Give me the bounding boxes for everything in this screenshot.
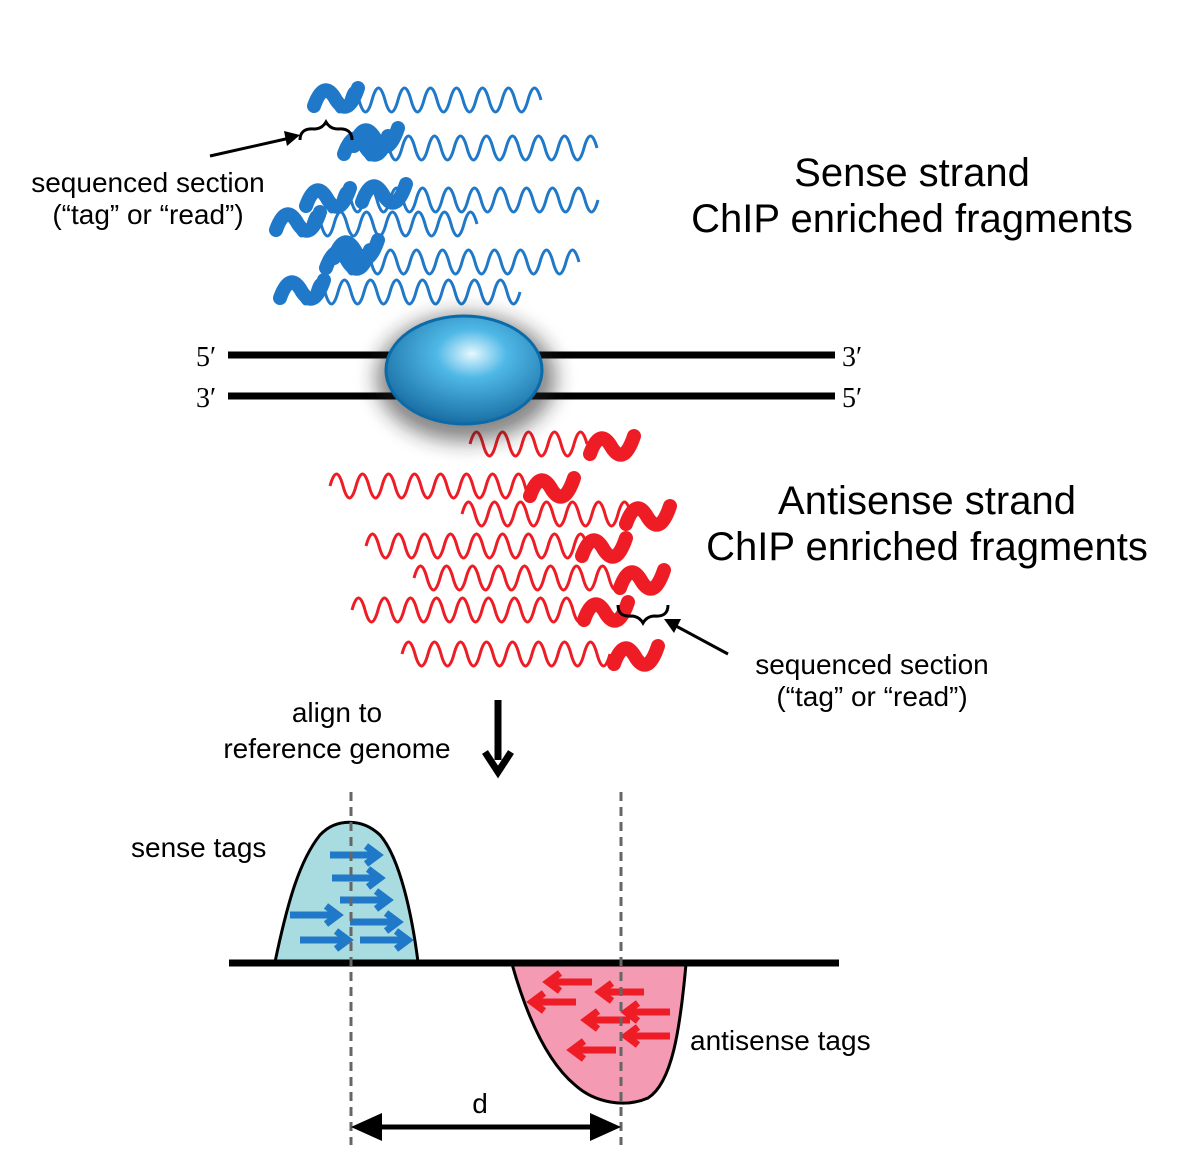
antisense-fragment xyxy=(460,500,633,528)
sense-tag-arrows xyxy=(290,843,414,952)
sense-tag-arrowhead xyxy=(393,928,414,952)
align-arrow-head xyxy=(482,750,514,779)
distance-label: d xyxy=(472,1088,488,1119)
antisense-annotation-line2: (“tag” or “read”) xyxy=(776,681,967,712)
antisense-fragments xyxy=(328,429,677,672)
antisense-annotation-line1: sequenced section xyxy=(755,649,989,680)
antisense-tag-arrowhead xyxy=(620,1000,641,1024)
sense-annotation-arrow xyxy=(209,136,291,158)
sense-read-tag xyxy=(273,273,331,306)
antisense-tag-arrowhead xyxy=(526,990,547,1014)
sense-tag-arrowhead xyxy=(323,903,344,927)
antisense-read-tag xyxy=(577,595,635,628)
distance-arrow: d xyxy=(351,1088,621,1141)
antisense-tag-arrowhead xyxy=(620,1024,641,1048)
antisense-read-tag xyxy=(619,499,677,532)
antisense-read-tag xyxy=(575,531,633,564)
antisense-read-tag xyxy=(523,471,581,504)
sense-read-tag xyxy=(307,81,365,114)
antisense-fragment xyxy=(350,596,588,624)
antisense-annotation-arrow xyxy=(675,624,729,656)
sense-tag-arrowhead xyxy=(373,888,394,912)
align-label-line1: align to xyxy=(292,697,382,728)
antisense-tag-arrows xyxy=(526,970,670,1062)
dna-binding-protein xyxy=(384,314,544,426)
antisense-tag-arrowhead xyxy=(542,970,563,994)
distance-arrow-left-head xyxy=(351,1113,382,1141)
sense-read-tag xyxy=(327,233,385,266)
dna-top-left-end: 5′ xyxy=(196,342,216,373)
sense-read-brace xyxy=(298,118,354,141)
antisense-fragment xyxy=(364,532,589,560)
sense-annotation-line2: (“tag” or “read”) xyxy=(52,199,243,230)
antisense-fragment xyxy=(400,640,612,668)
antisense-read-tag xyxy=(583,429,641,462)
antisense-fragment xyxy=(412,564,624,592)
sense-fragment xyxy=(330,248,581,276)
sense-read-tag xyxy=(355,177,413,210)
sense-tag-arrowhead xyxy=(363,843,384,867)
distance-arrow-right-head xyxy=(590,1113,621,1141)
align-label-line2: reference genome xyxy=(223,733,450,764)
antisense-tags-label: antisense tags xyxy=(690,1025,871,1056)
antisense-title-line2: ChIP enriched fragments xyxy=(706,525,1148,569)
dna-bottom-right-end: 5′ xyxy=(842,383,862,414)
sense-read-annotation: sequenced section (“tag” or “read”) xyxy=(31,118,354,230)
sense-read-tag xyxy=(269,205,327,238)
antisense-read-annotation: sequenced section (“tag” or “read”) xyxy=(616,604,989,712)
antisense-read-tag xyxy=(613,563,671,596)
antisense-read-tag xyxy=(607,639,665,672)
sense-tag-arrowhead xyxy=(365,866,386,890)
sense-fragments xyxy=(269,81,600,306)
sense-annotation-arrowhead xyxy=(284,131,300,146)
antisense-tag-arrowhead xyxy=(594,980,615,1004)
sense-tag-arrowhead xyxy=(383,910,404,934)
sense-title-line2: ChIP enriched fragments xyxy=(691,197,1133,241)
antisense-title-line1: Antisense strand xyxy=(778,479,1076,523)
antisense-read-brace xyxy=(616,604,670,627)
sense-title-line1: Sense strand xyxy=(794,151,1030,195)
sense-read-tag xyxy=(347,121,405,154)
dna-duplex: 5′ 3′ 3′ 5′ xyxy=(196,314,862,442)
dna-top-right-end: 3′ xyxy=(842,342,862,373)
antisense-tag-arrowhead xyxy=(566,1038,587,1062)
align-step: align to reference genome xyxy=(223,697,514,779)
sense-read-tag xyxy=(299,181,357,214)
antisense-tag-arrowhead xyxy=(580,1008,601,1032)
tag-profile: sense tags antisense tags d xyxy=(131,792,871,1145)
antisense-fragment xyxy=(328,472,540,500)
sense-annotation-line1: sequenced section xyxy=(31,167,265,198)
dna-bottom-left-end: 3′ xyxy=(196,383,216,414)
sense-fragment xyxy=(310,186,600,214)
sense-tags-label: sense tags xyxy=(131,832,266,863)
antisense-annotation-arrowhead xyxy=(664,619,681,633)
sense-tag-peak xyxy=(273,820,420,964)
sense-tag-arrowhead xyxy=(333,928,354,952)
antisense-fragment xyxy=(468,430,589,458)
